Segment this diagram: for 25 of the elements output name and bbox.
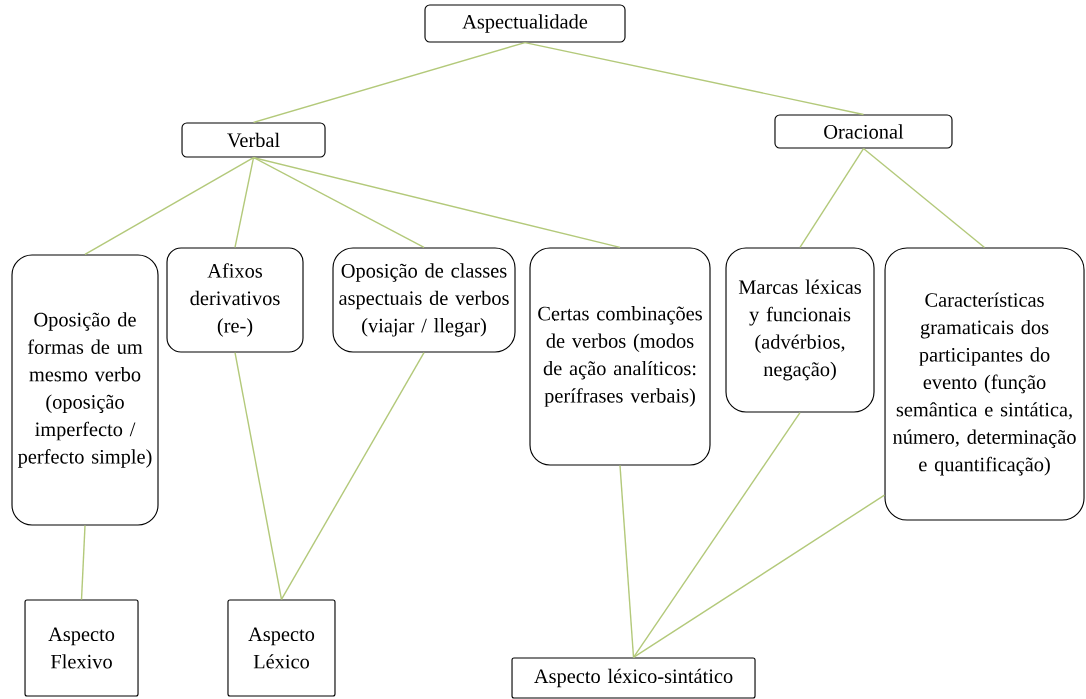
connector-line bbox=[524, 41, 865, 116]
concept-box: Características gramaticais dos participantes do evento (função semântica e sintática, número, determinação e quantificação) bbox=[884, 247, 1085, 521]
connector-line bbox=[80, 524, 86, 601]
connector-line bbox=[84, 156, 255, 256]
connector-line bbox=[252, 156, 621, 249]
root-box: Aspectualidade bbox=[424, 4, 626, 43]
connector-line bbox=[234, 351, 283, 601]
connector-line bbox=[632, 411, 801, 659]
connector-line bbox=[234, 156, 255, 249]
concept-box: Certas combinações de verbos (modos de ação analíticos: perífrases verbais) bbox=[529, 247, 711, 466]
category-box: Oracional bbox=[774, 114, 953, 149]
result-box: Aspecto Flexivo bbox=[24, 599, 139, 697]
connector-line bbox=[632, 494, 886, 659]
concept-box: Marcas léxicas y funcionais (advérbios, negação) bbox=[725, 247, 875, 413]
result-box: Aspecto Léxico bbox=[227, 599, 336, 697]
result-box: Aspecto léxico-sintático bbox=[511, 657, 756, 699]
concept-box: Oposição de formas de um mesmo verbo (oposição imperfecto / perfecto simple) bbox=[11, 254, 159, 526]
connector-line bbox=[280, 351, 425, 601]
category-box: Verbal bbox=[181, 122, 326, 158]
connector-line bbox=[619, 464, 635, 659]
concept-box: Afixos derivativos (re-) bbox=[166, 247, 304, 353]
concept-box: Oposição de classes aspectuais de verbos (viajar / llegar) bbox=[332, 247, 516, 353]
connector-line bbox=[252, 41, 526, 124]
connector-line bbox=[862, 147, 986, 249]
connector-line bbox=[799, 147, 865, 249]
